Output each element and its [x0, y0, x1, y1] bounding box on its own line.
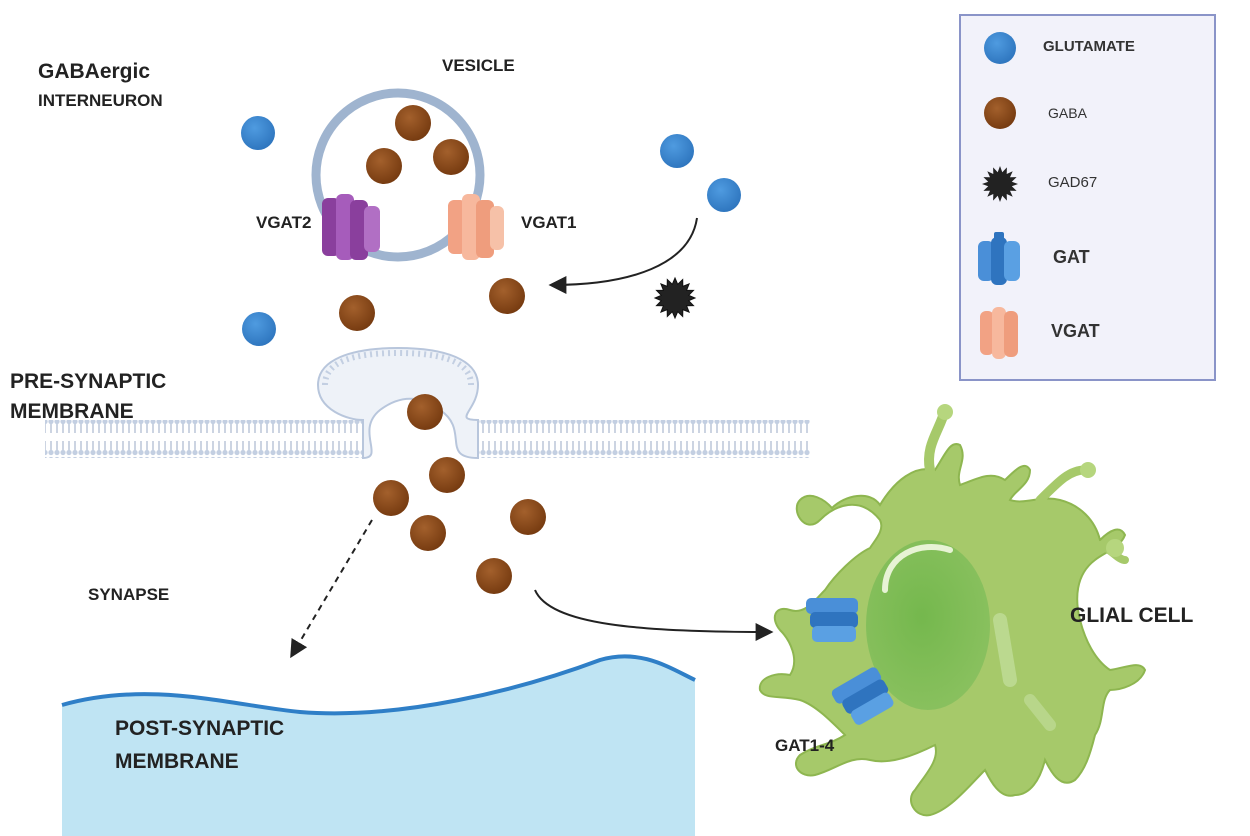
reuptake-arrow: [534, 589, 774, 641]
gaba-dot-icon: [429, 457, 465, 493]
glial-cell-label: GLIAL CELL: [1070, 604, 1194, 627]
synthesis-arrow: [548, 217, 698, 294]
gaba-dot-icon: [510, 499, 546, 535]
gad67-star-icon: [982, 166, 1018, 202]
gaba-dot-icon: [339, 295, 375, 331]
synapse-label: SYNAPSE: [88, 585, 170, 604]
legend: GLUTAMATE GABA GAD67 GAT VGAT: [959, 14, 1216, 381]
glutamate-molecules: [241, 116, 741, 346]
legend-label-gad67: GAD67: [1048, 174, 1098, 191]
gaba-dot-icon: [433, 139, 469, 175]
gaba-dot-icon: [407, 394, 443, 430]
post-synaptic-membrane-edge: [61, 654, 696, 716]
gaba-dot-icon: [366, 148, 402, 184]
post-synaptic-label: POST-SYNAPTIC: [115, 717, 285, 740]
gat-transporter-icon: [806, 598, 858, 642]
gaba-dot-icon: [410, 515, 446, 551]
gad67-star-icon: [653, 276, 697, 320]
glutamate-dot-icon: [660, 134, 694, 168]
gat-transporter-icon: [978, 232, 1020, 285]
gat-transporter-icon: [831, 667, 894, 725]
legend-label-gat: GAT: [1053, 247, 1090, 267]
pre-synaptic-label: PRE-SYNAPTIC: [10, 370, 167, 393]
vgat1-label: VGAT1: [521, 213, 577, 232]
vgat2-label: VGAT2: [256, 213, 312, 232]
gaba-dot-icon: [476, 558, 512, 594]
glutamate-dot-icon: [242, 312, 276, 346]
interneuron-label: INTERNEURON: [38, 91, 163, 110]
vgat1-transporter-icon: [448, 194, 504, 260]
glutamate-dot-icon: [707, 178, 741, 212]
gaba-dot-icon: [395, 105, 431, 141]
gaba-dot-icon: [984, 97, 1016, 129]
legend-label-gaba: GABA: [1048, 105, 1087, 121]
gat1-4-label: GAT1-4: [775, 736, 835, 755]
legend-label-glutamate: GLUTAMATE: [1043, 38, 1135, 55]
pre-synaptic-membrane-label: MEMBRANE: [10, 400, 134, 423]
pre-synaptic-membrane: [45, 346, 810, 460]
vgat-transporter-icon: [980, 307, 1018, 359]
gaba-dot-icon: [373, 480, 409, 516]
gabaergic-label: GABAergic: [38, 60, 151, 83]
legend-label-vgat: VGAT: [1051, 321, 1100, 341]
gaba-dot-icon: [489, 278, 525, 314]
post-synaptic-membrane: [62, 656, 695, 836]
post-synaptic-membrane-label: MEMBRANE: [115, 750, 239, 773]
vesicle-label: VESICLE: [442, 56, 515, 75]
vgat2-transporter-icon: [322, 194, 380, 260]
gaba-molecules: [339, 105, 546, 594]
legend-icons: [978, 32, 1020, 359]
release-dashed-arrow: [290, 519, 373, 659]
glutamate-dot-icon: [241, 116, 275, 150]
glutamate-dot-icon: [984, 32, 1016, 64]
